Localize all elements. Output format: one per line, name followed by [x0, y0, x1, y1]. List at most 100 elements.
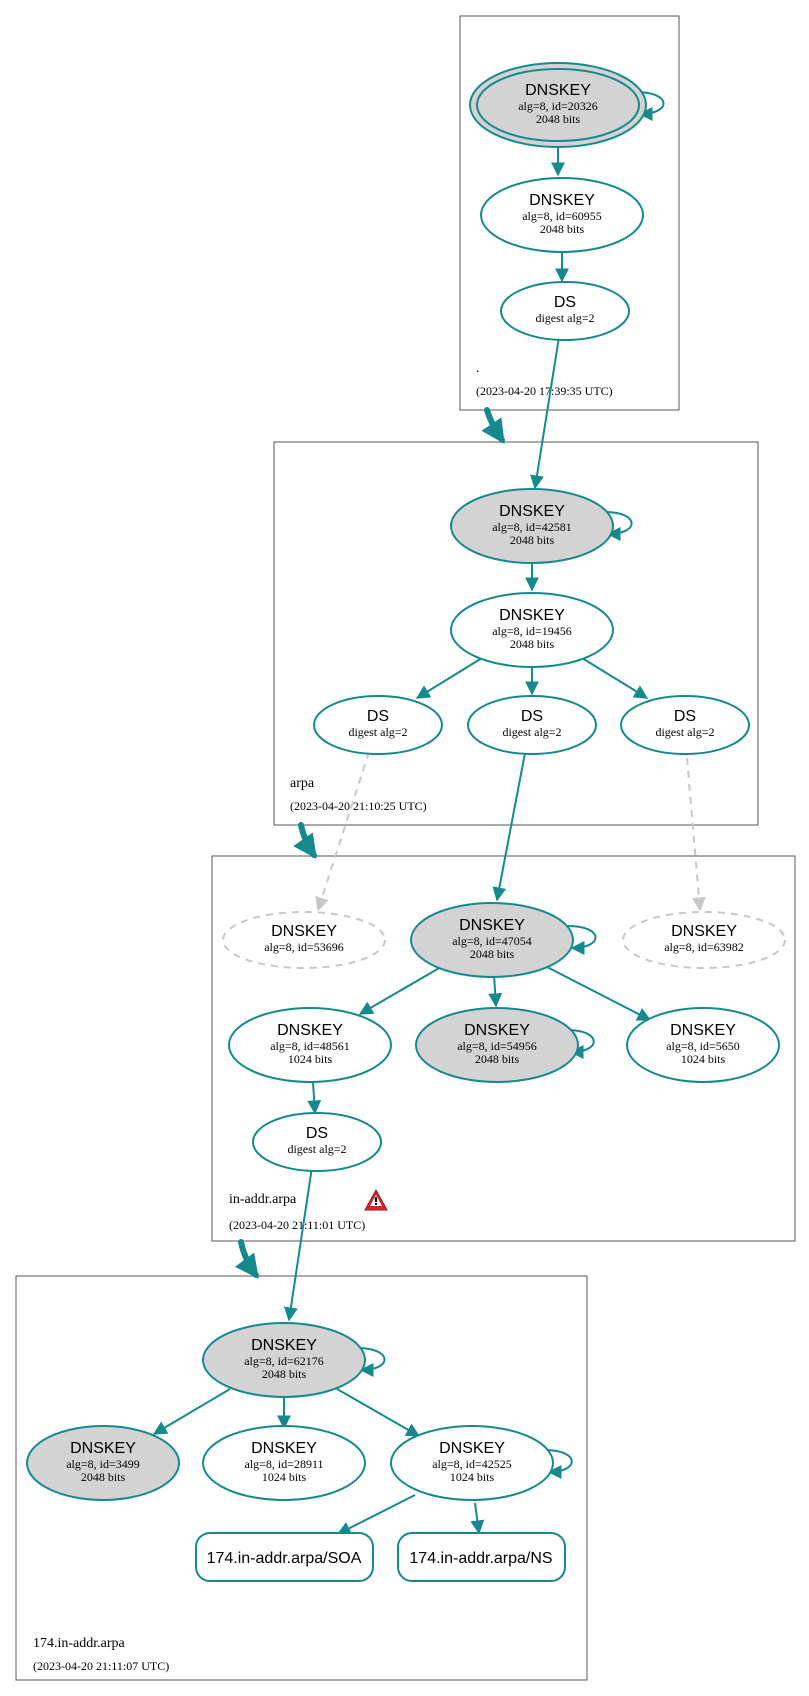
node-title: DNSKEY	[251, 1337, 317, 1354]
node-arpa-ds-1[interactable]: DS digest alg=2	[313, 695, 443, 755]
node-title: DS	[306, 1125, 328, 1142]
node-detail: 2048 bits	[81, 1470, 126, 1484]
rrset-174-ns[interactable]: 174.in-addr.arpa/NS	[397, 1532, 566, 1582]
rrset-label: 174.in-addr.arpa/NS	[409, 1550, 552, 1567]
node-root-ds[interactable]: DS digest alg=2	[500, 281, 630, 341]
edge-174-42525-to-ns	[470, 1502, 485, 1535]
edge-arpa-ds1-to-missing-53696	[315, 751, 370, 912]
node-in-addr-ksk-47054[interactable]: DNSKEY alg=8, id=47054 2048 bits	[410, 902, 574, 978]
edge-174-ksk-self	[356, 1347, 386, 1377]
zone-arpa	[273, 441, 759, 826]
delegation-arrow-in-addr-to-174	[234, 1239, 259, 1279]
node-detail: alg=8, id=63982	[664, 940, 744, 954]
node-detail: digest alg=2	[502, 725, 561, 739]
zone-in-addr-arpa	[211, 855, 796, 1242]
node-in-addr-ksk-54956[interactable]: DNSKEY alg=8, id=54956 2048 bits	[415, 1007, 579, 1083]
warning-triangle-icon[interactable]	[364, 1188, 388, 1211]
edge-arpa-ds3-to-missing-63982	[686, 757, 706, 912]
node-title: DNSKEY	[670, 1022, 736, 1039]
zone-arpa-name: arpa	[290, 776, 315, 791]
node-detail: 2048 bits	[536, 112, 581, 126]
edge-in-addr-54956-self	[566, 1029, 595, 1059]
zone-root-time: (2023-04-20 17:39:35 UTC)	[476, 384, 613, 398]
node-detail: alg=8, id=20326	[518, 99, 598, 113]
zone-in-addr-arpa-time: (2023-04-20 21:11:01 UTC)	[229, 1218, 365, 1232]
node-detail: digest alg=2	[535, 311, 594, 325]
node-arpa-ksk-42581[interactable]: DNSKEY alg=8, id=42581 2048 bits	[450, 488, 614, 564]
node-detail: 2048 bits	[475, 1052, 520, 1066]
edge-arpa-ksk-self	[604, 511, 633, 541]
node-title: DNSKEY	[529, 192, 595, 209]
node-detail: 1024 bits	[262, 1470, 307, 1484]
node-arpa-zsk-19456[interactable]: DNSKEY alg=8, id=19456 2048 bits	[450, 592, 614, 668]
node-detail: alg=8, id=28911	[244, 1457, 323, 1471]
node-detail: alg=8, id=5650	[666, 1039, 740, 1053]
zone-root	[459, 15, 680, 411]
node-174-zsk-28911[interactable]: DNSKEY alg=8, id=28911 1024 bits	[202, 1425, 366, 1501]
node-title: DNSKEY	[499, 607, 565, 624]
node-title: DS	[367, 708, 389, 725]
edge-root-ksk-self	[635, 91, 665, 121]
edge-arpa-ds2-to-in-addr-ksk	[492, 752, 526, 902]
zone-174-time: (2023-04-20 21:11:07 UTC)	[33, 1659, 169, 1673]
node-detail: digest alg=2	[655, 725, 714, 739]
rrset-label: 174.in-addr.arpa/SOA	[207, 1550, 362, 1567]
node-174-ksk-62176[interactable]: DNSKEY alg=8, id=62176 2048 bits	[202, 1322, 366, 1398]
node-title: DNSKEY	[70, 1440, 136, 1457]
edge-in-addr-ksk-to-54956	[488, 974, 503, 1008]
edge-root-ds-to-arpa-ksk	[530, 336, 560, 490]
edge-in-addr-ds-to-174-ksk	[283, 1166, 313, 1322]
zone-root-name: .	[476, 361, 480, 376]
node-title: DNSKEY	[671, 923, 737, 940]
node-detail: digest alg=2	[348, 725, 407, 739]
delegation-arrow-arpa-to-in-addr	[293, 822, 317, 859]
node-detail: alg=8, id=53696	[264, 940, 344, 954]
node-detail: 2048 bits	[470, 947, 515, 961]
node-title: DNSKEY	[459, 917, 525, 934]
node-root-ksk-20326[interactable]: DNSKEY alg=8, id=20326 2048 bits	[469, 62, 647, 148]
rrset-174-soa[interactable]: 174.in-addr.arpa/SOA	[195, 1532, 374, 1582]
node-arpa-ds-3[interactable]: DS digest alg=2	[620, 695, 750, 755]
edge-in-addr-ksk-self	[567, 925, 597, 955]
node-in-addr-missing-63982[interactable]: DNSKEY alg=8, id=63982	[622, 911, 786, 969]
edge-in-addr-ksk-to-48561	[358, 966, 442, 1015]
node-detail: alg=8, id=42525	[432, 1457, 512, 1471]
node-title: DNSKEY	[499, 503, 565, 520]
node-in-addr-ds[interactable]: DS digest alg=2	[252, 1112, 382, 1172]
node-174-ksk-3499[interactable]: DNSKEY alg=8, id=3499 2048 bits	[26, 1425, 180, 1501]
node-detail: 1024 bits	[450, 1470, 495, 1484]
node-title: DNSKEY	[277, 1022, 343, 1039]
node-in-addr-missing-53696[interactable]: DNSKEY alg=8, id=53696	[222, 911, 386, 969]
zone-arpa-time: (2023-04-20 21:10:25 UTC)	[290, 799, 427, 813]
node-detail: alg=8, id=42581	[492, 520, 572, 534]
node-174-zsk-42525[interactable]: DNSKEY alg=8, id=42525 1024 bits	[390, 1425, 554, 1501]
node-title: DS	[521, 708, 543, 725]
node-in-addr-zsk-5650[interactable]: DNSKEY alg=8, id=5650 1024 bits	[626, 1007, 780, 1083]
node-detail: alg=8, id=48561	[270, 1039, 350, 1053]
node-detail: digest alg=2	[287, 1142, 346, 1156]
node-detail: 2048 bits	[510, 637, 555, 651]
zone-174-name: 174.in-addr.arpa	[33, 1636, 126, 1651]
node-detail: alg=8, id=62176	[244, 1354, 324, 1368]
node-detail: alg=8, id=3499	[66, 1457, 140, 1471]
edge-174-42525-self	[544, 1449, 573, 1479]
node-arpa-ds-2[interactable]: DS digest alg=2	[467, 695, 597, 755]
node-title: DS	[674, 708, 696, 725]
node-detail: alg=8, id=60955	[522, 209, 602, 223]
edge-arpa-zsk-to-ds1	[415, 657, 483, 699]
zone-174-in-addr-arpa	[15, 1275, 588, 1681]
node-detail: alg=8, id=47054	[452, 934, 532, 948]
node-detail: alg=8, id=54956	[457, 1039, 537, 1053]
delegation-arrow-root-to-arpa	[481, 407, 505, 444]
node-title: DNSKEY	[525, 82, 591, 99]
node-detail: 2048 bits	[540, 222, 585, 236]
node-in-addr-zsk-48561[interactable]: DNSKEY alg=8, id=48561 1024 bits	[228, 1007, 392, 1083]
edge-174-ksk-to-3499	[152, 1388, 231, 1435]
edge-in-addr-ksk-to-5650	[546, 966, 652, 1021]
node-title: DNSKEY	[464, 1022, 530, 1039]
node-root-zsk-60955[interactable]: DNSKEY alg=8, id=60955 2048 bits	[480, 177, 644, 253]
zone-in-addr-arpa-name: in-addr.arpa	[229, 1192, 297, 1207]
node-detail: 1024 bits	[681, 1052, 726, 1066]
edge-174-42525-to-soa	[336, 1494, 416, 1535]
